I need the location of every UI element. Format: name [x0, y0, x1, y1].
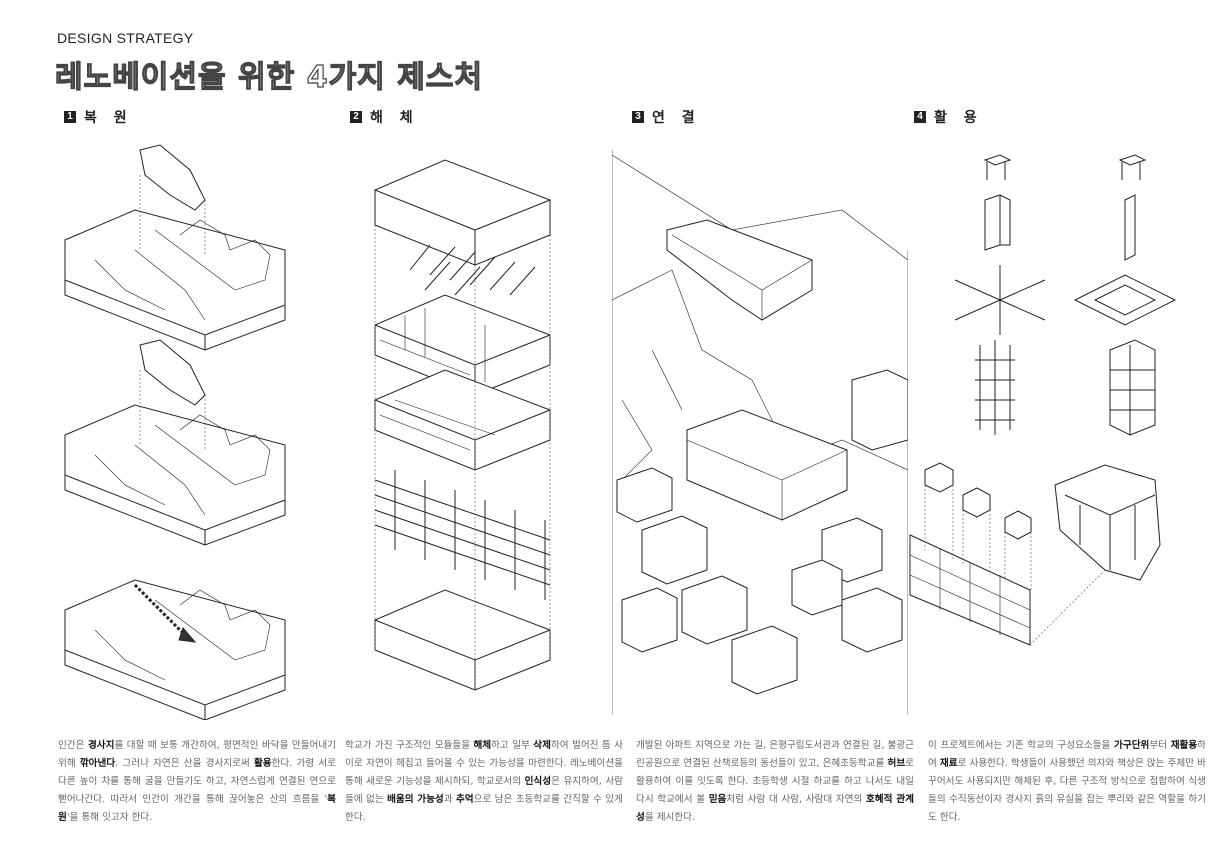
body-text: 하여 — [928, 740, 1206, 769]
paragraph-reuse: 이 프로젝트에서는 기존 학교의 구성요소들을 가구단위부터 재활용하여 재료로… — [928, 737, 1206, 827]
body-text: 을 제시한다. — [644, 812, 696, 823]
emphasis-text: 배움의 가능성 — [387, 794, 444, 805]
emphasis-text: 활용 — [253, 758, 272, 769]
body-text: 처럼 사람 대 사람, 사람대 자연의 — [726, 794, 866, 805]
section-number: 2 — [350, 111, 362, 123]
body-text: . 그러나 자연은 산을 경사지로써 — [115, 758, 254, 769]
connect-diagram — [612, 150, 908, 715]
body-text: 하여 벌어진 틈 사이로 자연이 헤집고 들어올 수 있는 가능성을 마련한다.… — [345, 740, 624, 787]
emphasis-text: 재활용 — [1170, 740, 1198, 751]
emphasis-text: 가구단위 — [1114, 740, 1150, 751]
roof-layer — [374, 159, 551, 266]
terrain-block-1 — [64, 144, 286, 351]
body-text: 로 사용한다. 학생들이 사용했던 의자와 책상은 앉는 주체만 바꾸어서도 사… — [928, 758, 1206, 823]
body-text: 은 유지하여, 사람들에 없는 — [345, 776, 623, 805]
body-text: '을 통해 잇고자 한다. — [66, 812, 153, 823]
planter-cubes — [909, 462, 1032, 646]
section-heading-restore: 1 복 원 — [64, 107, 133, 127]
body-text: 로 활용하여 이를 잇도록 한다. 초등학생 시절 하교를 하고 나서도 내일 … — [636, 758, 914, 805]
city-blocks — [616, 369, 908, 695]
floor-layer-2 — [374, 369, 551, 471]
desk-chair-right — [1118, 154, 1147, 261]
terrain-block-2 — [64, 339, 286, 546]
page-kicker: DESIGN STRATEGY — [57, 30, 194, 46]
emphasis-text: 깎아낸다 — [79, 758, 116, 769]
paragraph-restore: 인간은 경사지를 대할 때 보통 개간하여, 평면적인 바닥을 만들어내기 위해… — [58, 737, 336, 827]
section-number: 4 — [914, 111, 926, 123]
emphasis-text: 복원 — [58, 794, 336, 823]
school-upper — [666, 219, 813, 321]
desk-chair-left — [983, 154, 1012, 251]
body-text: 인간은 — [58, 740, 88, 751]
body-text: 개발된 아파트 지역으로 가는 길, 은평구립도서관과 연결된 길, 불광근린공… — [636, 740, 914, 769]
section-title: 해 체 — [370, 110, 419, 126]
reuse-diagram — [909, 154, 1177, 646]
paragraph-dismantle: 학교가 가진 구조적인 모듈들을 해체하고 일부 삭제하여 벌어진 틈 사이로 … — [345, 737, 623, 827]
emphasis-text: 경사지 — [87, 740, 115, 751]
emphasis-text: 믿음 — [708, 794, 727, 805]
body-text: 부터 — [1149, 740, 1171, 751]
grid-column-left — [975, 340, 1015, 435]
emphasis-text: 인식성 — [524, 776, 552, 787]
page-title: 레노베이션을 위한 4가지 제스처 — [54, 59, 484, 95]
section-title: 복 원 — [84, 110, 133, 126]
body-text: 과 — [443, 794, 456, 805]
section-title: 연 결 — [652, 110, 701, 126]
emphasis-text: 허브 — [887, 758, 906, 769]
section-heading-dismantle: 2 해 체 — [350, 107, 419, 127]
body-text: 한다. 가령 서로 다른 높이 차를 통해 굴을 만들기도 하고, 자연스럽게 … — [58, 758, 337, 805]
emphasis-text: 재료 — [939, 758, 958, 769]
cross-joint-left — [954, 265, 1046, 335]
grid-column-right — [1109, 339, 1156, 436]
emphasis-text: 추억 — [455, 794, 474, 805]
body-text: 하고 일부 — [491, 740, 534, 751]
school-lower — [686, 409, 848, 521]
paragraph-connect: 개발된 아파트 지역으로 가는 길, 은평구립도서관과 연결된 길, 불광근린공… — [636, 737, 914, 827]
body-text: 학교가 가진 구조적인 모듈들을 — [345, 740, 474, 751]
terrain-block-3 — [64, 579, 286, 720]
ground-floor-layer — [374, 589, 551, 691]
dismantle-diagram — [374, 159, 551, 691]
restore-diagram — [64, 144, 286, 720]
emphasis-text: 삭제 — [533, 740, 551, 751]
cube-cluster — [1054, 464, 1161, 581]
body-text: 를 대할 때 보통 개간하여, 평면적인 바닥을 만들어내기 위해 — [58, 740, 337, 769]
section-title: 활 용 — [934, 110, 983, 126]
section-number: 3 — [632, 111, 644, 123]
section-number: 1 — [64, 111, 76, 123]
cross-joint-right — [1073, 274, 1177, 326]
section-heading-connect: 3 연 결 — [632, 107, 701, 127]
structure-frame — [374, 470, 551, 600]
section-heading-reuse: 4 활 용 — [914, 107, 983, 127]
roof-trusses — [409, 244, 536, 296]
emphasis-text: 호혜적 관계성 — [636, 794, 914, 823]
body-text: 이 프로젝트에서는 기존 학교의 구성요소들을 — [928, 740, 1115, 751]
body-text: 으로 남은 초등학교를 간직할 수 있게 한다. — [345, 794, 623, 823]
emphasis-text: 해체 — [473, 740, 492, 751]
